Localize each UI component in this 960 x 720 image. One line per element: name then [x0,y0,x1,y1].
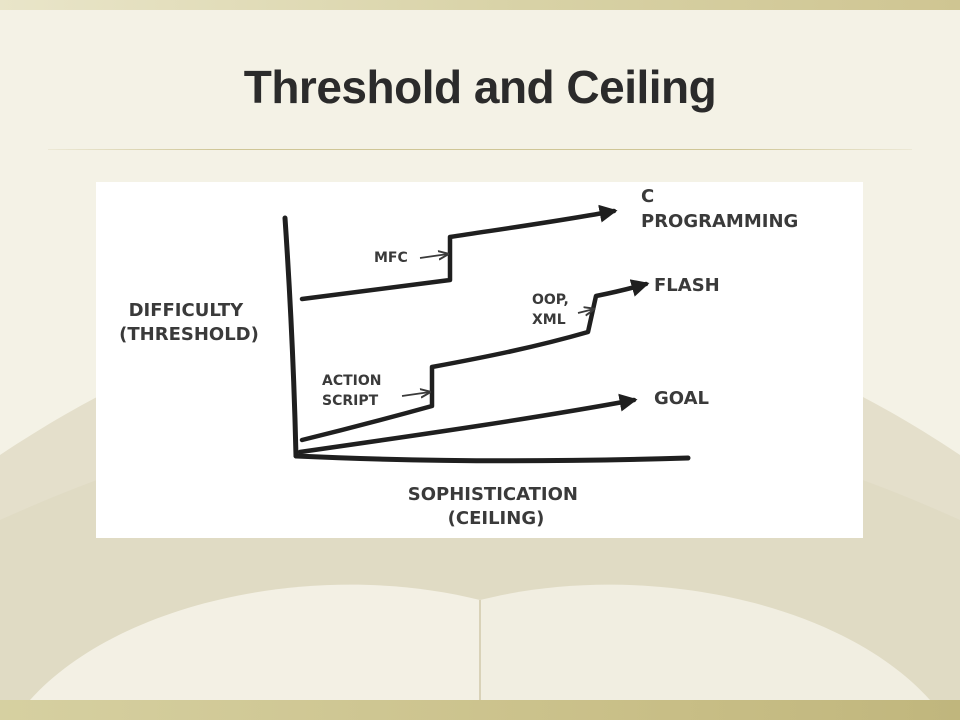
oop-xml-label-line-2: XML [532,312,566,328]
oop-xml-label: OOP, XML [532,292,574,328]
action-script-label-line-1: ACTION [322,373,382,389]
title-divider [48,149,912,150]
mfc-pointer-arrow [419,254,448,258]
y-axis-label-line-1: DIFFICULTY [129,300,245,321]
c-programming-label: C PROGRAMMING [641,186,798,232]
flash-label-text: FLASH [654,275,720,296]
mfc-label: MFC [374,250,408,266]
top-accent-bar [0,0,960,10]
action-script-label: ACTION SCRIPT [322,373,386,409]
c-programming-path [299,204,618,302]
background-book-page-right [480,584,930,700]
y-axis-label: DIFFICULTY (THRESHOLD) [119,300,259,345]
background-book-page-left [30,584,480,700]
goal-path [297,393,638,455]
oop-xml-label-line-1: OOP, [532,292,569,308]
diagram-canvas: DIFFICULTY (THRESHOLD) SOPHISTICATION (C… [119,186,798,529]
action-script-pointer-arrow [401,392,430,396]
goal-label: GOAL [654,388,709,409]
x-axis-label-line-2: (CEILING) [448,508,545,529]
x-axis-line [293,453,691,464]
x-axis-label-line-1: SOPHISTICATION [408,484,578,505]
y-axis-line [282,215,299,459]
threshold-ceiling-diagram: DIFFICULTY (THRESHOLD) SOPHISTICATION (C… [96,182,863,538]
x-axis-label: SOPHISTICATION (CEILING) [408,484,585,529]
mfc-label-text: MFC [374,250,408,266]
bottom-accent-bar [0,700,960,720]
oop-xml-pointer-arrow [577,309,594,313]
action-script-label-line-2: SCRIPT [322,393,379,409]
c-programming-label-line-2: PROGRAMMING [641,211,798,232]
flash-path [299,279,650,443]
flash-label: FLASH [654,275,720,296]
c-programming-label-line-1: C [641,186,654,207]
goal-label-text: GOAL [654,388,709,409]
slide-title: Threshold and Ceiling [243,61,717,113]
y-axis-label-line-2: (THRESHOLD) [119,324,259,345]
